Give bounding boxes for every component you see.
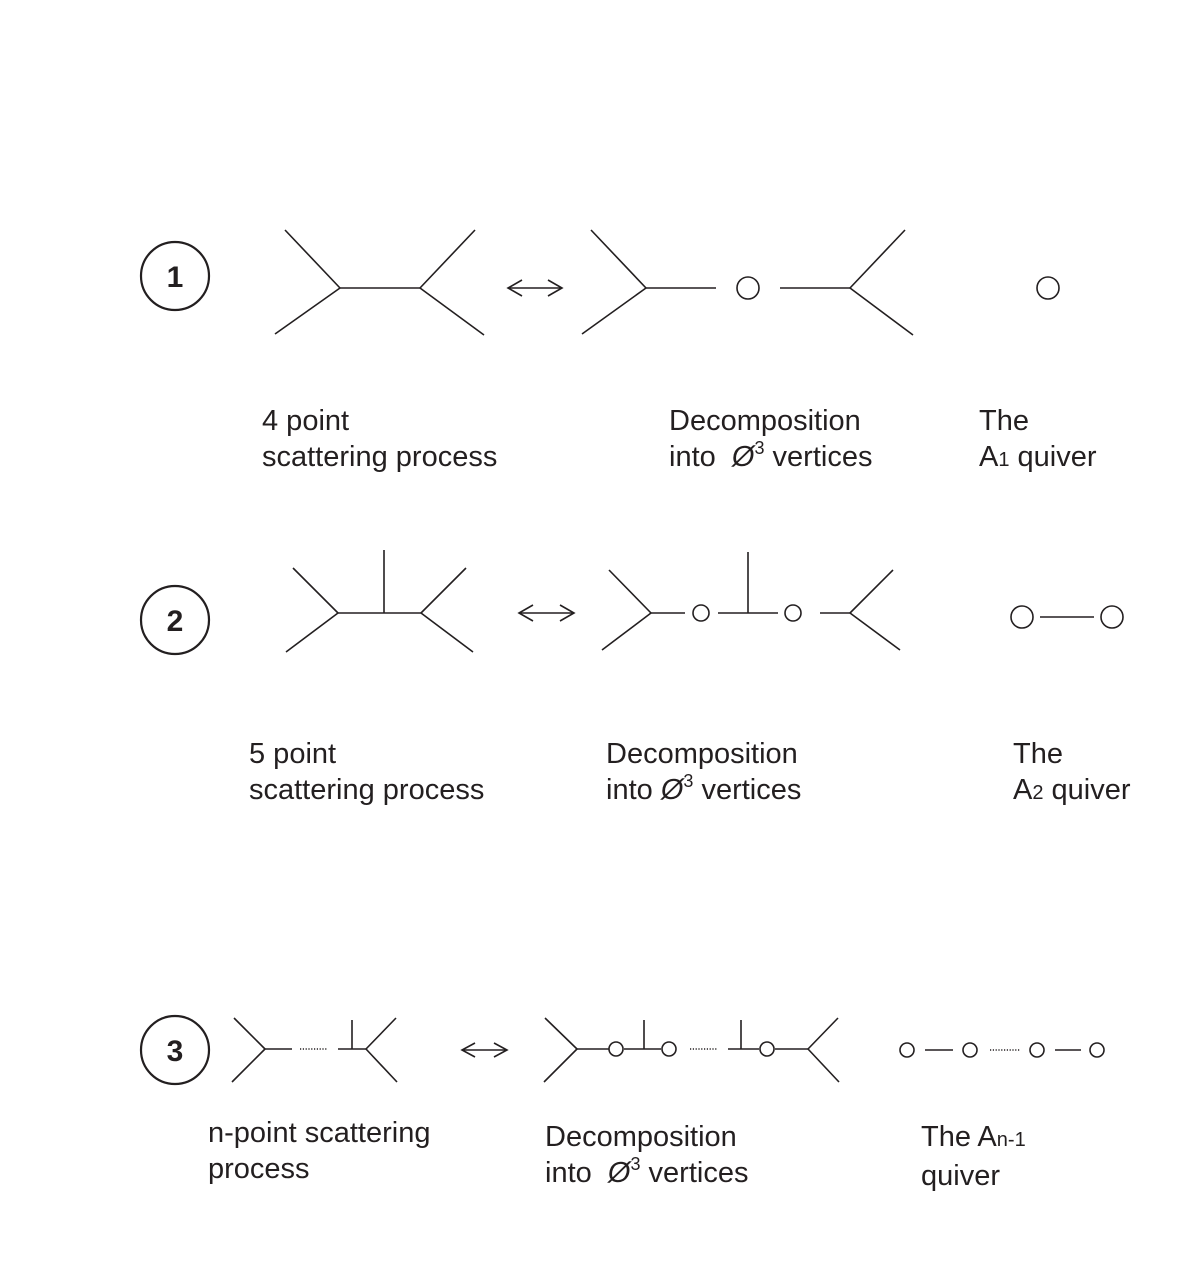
row-3-badge-number: 3 xyxy=(167,1035,184,1068)
row-1-equivalence-arrow xyxy=(506,279,564,297)
row-1-vertices: vertices xyxy=(772,441,873,473)
row-3-quiver xyxy=(899,1042,1105,1058)
row-1: 1 xyxy=(139,229,1060,336)
row-3-quiver-word: quiver xyxy=(921,1160,1000,1192)
row-1-badge-number: 1 xyxy=(167,261,184,294)
row-3-power: 3 xyxy=(630,1154,641,1174)
row-2-quiver-letter: A xyxy=(1013,774,1033,806)
row-2-into: into xyxy=(606,774,653,806)
row-2-badge-circle xyxy=(139,584,211,656)
row-1-process-line1: 4 point xyxy=(262,405,350,437)
row-3-quiver-line1: The An-1 xyxy=(921,1119,1026,1158)
row-3-process-label: n-point scattering process xyxy=(208,1115,430,1187)
row-1-scattering-graph xyxy=(274,229,485,336)
row-2-quiver-word: quiver xyxy=(1051,774,1131,806)
row-1-quiver-letter: A xyxy=(979,441,999,473)
row-2-decomposition-label: Decomposition into Ø3 vertices xyxy=(606,736,801,811)
row-3-equivalence-arrow xyxy=(460,1042,509,1058)
row-1-quiver-word: quiver xyxy=(1017,441,1097,473)
row-1-quiver-line1: The xyxy=(979,405,1029,437)
row-1-quiver-subscript: 1 xyxy=(998,449,1010,471)
row-1-process-line2: scattering process xyxy=(262,441,498,473)
row-1-decomposition-line1: Decomposition xyxy=(669,405,861,437)
row-2-vertices: vertices xyxy=(701,774,802,806)
row-3-decomposition-line1: Decomposition xyxy=(545,1121,737,1153)
row-3-quiver-prefix: The A xyxy=(921,1121,997,1153)
row-3-vertices: vertices xyxy=(648,1157,749,1189)
row-2-phi-symbol: Ø xyxy=(660,774,684,806)
row-1-into: into xyxy=(669,441,716,473)
row-2-decomposition-line2: into Ø3 vertices xyxy=(606,771,802,811)
row-2-process-line2: scattering process xyxy=(249,774,485,806)
row-2-scattering-graph xyxy=(285,550,474,653)
row-3-process-line1: n-point scattering xyxy=(208,1117,431,1149)
row-2-quiver xyxy=(1010,605,1124,629)
row-2-power: 3 xyxy=(683,771,694,791)
row-1-decomposition-line2: into Ø3 vertices xyxy=(669,438,873,478)
row-2-quiver-label: The A2 quiver xyxy=(1013,736,1131,811)
row-2-quiver-line1: The xyxy=(1013,738,1063,770)
row-1-quiver xyxy=(1036,276,1060,300)
row-3-process-line2: process xyxy=(208,1153,310,1185)
row-1-quiver-label: The A1 quiver xyxy=(979,403,1097,478)
row-2-decomposition-graph xyxy=(601,552,901,651)
row-2: 2 xyxy=(139,550,1124,656)
row-3-into: into xyxy=(545,1157,592,1189)
row-3-phi-symbol: Ø xyxy=(607,1157,631,1189)
row-3-decomposition-line2: into Ø3 vertices xyxy=(545,1154,749,1194)
row-2-decomposition-line1: Decomposition xyxy=(606,738,798,770)
row-3-quiver-label: The An-1 quiver xyxy=(921,1119,1026,1194)
row-2-equivalence-arrow xyxy=(517,604,576,622)
row-3-badge-circle xyxy=(139,1014,211,1086)
row-2-process-line1: 5 point xyxy=(249,738,337,770)
row-1-badge-circle xyxy=(139,240,211,312)
row-2-process-label: 5 point scattering process xyxy=(249,736,484,808)
row-3-scattering-graph xyxy=(231,1017,398,1083)
row-1-decomposition-label: Decomposition into Ø3 vertices xyxy=(669,403,872,478)
row-3-decomposition-label: Decomposition into Ø3 vertices xyxy=(545,1119,748,1194)
row-3-decomposition-graph xyxy=(543,1017,840,1083)
row-1-decomposition-graph xyxy=(581,229,914,336)
row-1-phi-symbol: Ø xyxy=(731,441,755,473)
row-2-quiver-subscript: 2 xyxy=(1032,782,1044,804)
row-1-power: 3 xyxy=(754,438,765,458)
row-3: 3 xyxy=(139,1014,1105,1086)
row-1-process-label: 4 point scattering process xyxy=(262,403,497,475)
row-2-badge-number: 2 xyxy=(167,605,184,638)
row-1-quiver-line2: A1 quiver xyxy=(979,439,1097,478)
row-2-quiver-line2: A2 quiver xyxy=(1013,772,1131,811)
row-3-quiver-subscript: n-1 xyxy=(996,1129,1026,1151)
